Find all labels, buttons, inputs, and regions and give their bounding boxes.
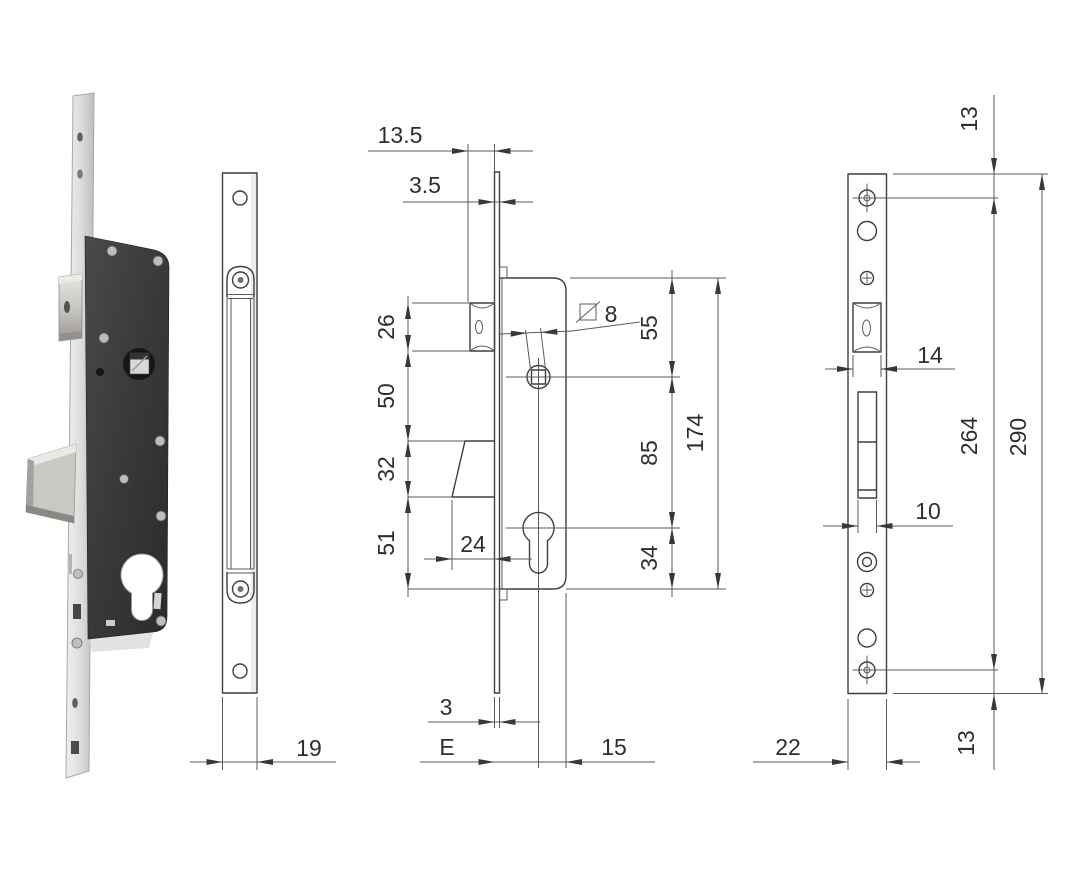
dim-plate-thickness: 3 bbox=[428, 694, 540, 728]
dim-backset: E 15 bbox=[420, 593, 655, 768]
dim-right-chain: 55 85 34 174 bbox=[566, 270, 726, 597]
photo-follower-diagonal bbox=[131, 355, 148, 372]
faceplate-top-hole bbox=[232, 190, 248, 206]
square-symbol-diagonal bbox=[575, 301, 601, 323]
front-hole bbox=[856, 220, 878, 242]
dim-hook-throw: 24 bbox=[424, 500, 532, 570]
photo-view bbox=[25, 92, 170, 779]
photo-plate-stamp bbox=[69, 554, 72, 574]
side-euro-cylinder bbox=[522, 511, 555, 574]
front-roller-cutout bbox=[852, 302, 882, 353]
dim-roller-cutout-width: 14 bbox=[825, 342, 955, 377]
faceplate-bottom-hole bbox=[232, 663, 248, 679]
photo-plate-slot bbox=[73, 604, 81, 619]
dim-right-vertical: 13 264 13 290 bbox=[880, 95, 1048, 770]
photo-follower-band bbox=[130, 353, 149, 360]
photo-case-screws bbox=[98, 245, 167, 627]
side-section-view: 8 13.5 3.5 bbox=[368, 122, 726, 768]
square-symbol-icon bbox=[579, 303, 597, 321]
photo-plate-hole bbox=[77, 132, 83, 142]
dim-offset-top: 13.5 bbox=[368, 122, 533, 302]
dim-backset-label: E bbox=[439, 734, 454, 760]
dim-roller-cutout-width-label: 14 bbox=[917, 342, 943, 368]
side-faceplate bbox=[493, 171, 501, 694]
dim-roller-to-hook-label: 50 bbox=[373, 383, 399, 409]
photo-plate-screw bbox=[71, 637, 83, 649]
dim-spindle-square-label: 8 bbox=[605, 301, 618, 327]
dim-offset-top-label: 13.5 bbox=[378, 122, 423, 148]
photo-plate-hole bbox=[72, 698, 78, 708]
photo-hook-bolt bbox=[25, 443, 77, 524]
side-case-tab-top bbox=[499, 266, 508, 279]
photo-case-hole bbox=[96, 368, 104, 376]
front-hook-slot bbox=[857, 391, 878, 499]
dim-bottom-screw-offset-label: 13 bbox=[953, 730, 979, 756]
slot-top-cap bbox=[226, 265, 255, 298]
front-bottom-screw bbox=[852, 655, 882, 685]
side-roller-latch bbox=[469, 302, 496, 352]
faceplate-outline bbox=[221, 172, 258, 694]
photo-plate-slot bbox=[71, 741, 79, 754]
front-cylinder-screw-hole bbox=[856, 551, 878, 573]
slot-bottom-screw-center bbox=[237, 586, 244, 592]
front-small-screw bbox=[859, 582, 875, 598]
dim-hook-height-label: 32 bbox=[373, 456, 399, 482]
dim-roller-height-label: 26 bbox=[373, 314, 399, 340]
side-spindle-follower bbox=[506, 358, 680, 768]
dim-plate-thickness-label: 3 bbox=[440, 694, 453, 720]
dim-top-screw-offset-label: 13 bbox=[956, 106, 982, 132]
dim-plate-height-label: 290 bbox=[1005, 418, 1031, 456]
dim-faceplate-width-label: 19 bbox=[296, 735, 322, 761]
faceplate-front-view: 19 bbox=[190, 172, 336, 770]
dim-hook-to-bottom-label: 51 bbox=[373, 530, 399, 556]
slot-bottom-cap bbox=[226, 571, 255, 604]
side-hook-bolt bbox=[451, 440, 496, 498]
photo-plate-screw bbox=[73, 569, 83, 579]
photo-roller-latch bbox=[58, 273, 83, 342]
dim-faceplate-width: 19 bbox=[190, 697, 336, 770]
dim-hook-throw-label: 24 bbox=[460, 531, 486, 557]
slot-top-screw-center bbox=[237, 277, 244, 283]
photo-plate-hole bbox=[77, 169, 83, 179]
front-small-screw bbox=[859, 270, 875, 286]
photo-euro-cylinder-cutout bbox=[120, 553, 164, 621]
front-dimension-view: 14 10 13 264 13 bbox=[753, 95, 1048, 770]
dim-screw-centers-label: 264 bbox=[956, 417, 982, 456]
photo-case-shadow bbox=[88, 632, 153, 652]
side-case-tab-bottom bbox=[499, 588, 508, 601]
dim-plate-offset: 3.5 bbox=[403, 172, 533, 205]
dim-cylinder-to-bottom-label: 34 bbox=[636, 545, 662, 571]
dim-spindle-to-cylinder-label: 85 bbox=[636, 440, 662, 466]
photo-case-pin bbox=[106, 620, 115, 626]
side-case-body bbox=[498, 277, 567, 590]
front-faceplate-outline bbox=[847, 173, 888, 695]
photo-case-pin bbox=[153, 592, 162, 610]
slot-top-screw bbox=[231, 271, 250, 289]
dim-plate-offset-label: 3.5 bbox=[409, 172, 441, 198]
dim-behind-axis-label: 15 bbox=[601, 734, 627, 760]
slot-bottom-screw bbox=[231, 580, 250, 598]
dim-case-height-label: 174 bbox=[682, 414, 708, 453]
front-hole bbox=[857, 628, 877, 648]
dim-left-chain: 26 50 32 51 bbox=[373, 296, 500, 597]
front-top-screw bbox=[852, 183, 882, 213]
faceplate-long-slot bbox=[226, 298, 255, 574]
dim-hook-slot-width: 10 bbox=[823, 498, 953, 533]
dim-front-plate-width: 22 bbox=[753, 699, 920, 770]
dim-top-to-spindle-label: 55 bbox=[636, 315, 662, 341]
dim-hook-slot-width-label: 10 bbox=[915, 498, 941, 524]
dim-front-plate-width-label: 22 bbox=[775, 734, 801, 760]
spindle-square-callout: 8 bbox=[499, 301, 641, 370]
